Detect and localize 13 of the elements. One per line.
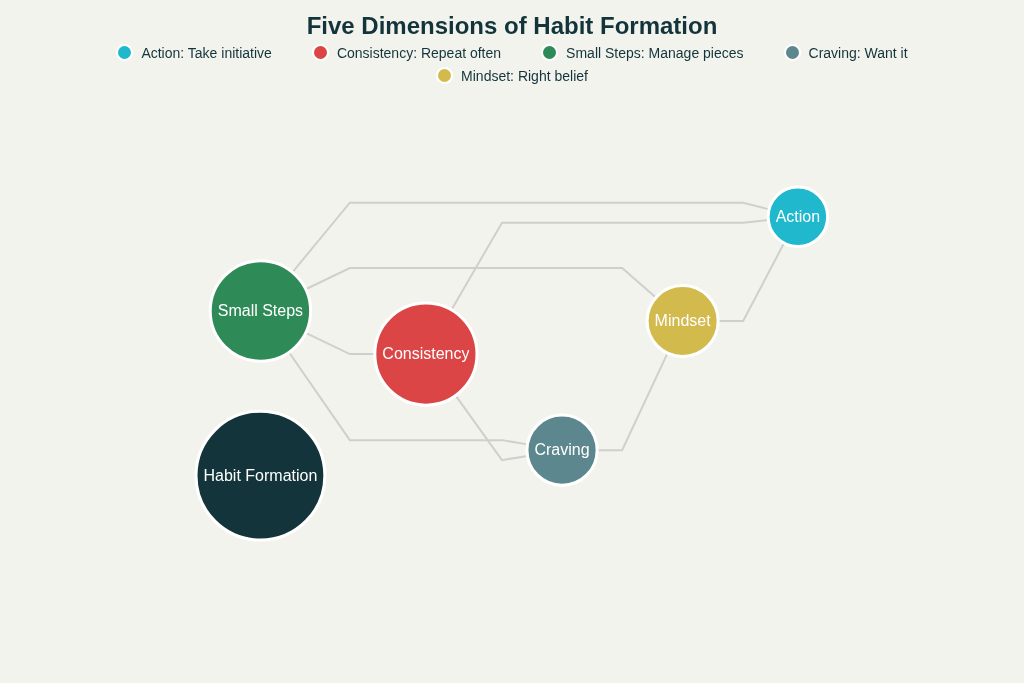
- node-circle: Craving: [525, 414, 599, 488]
- connector: [304, 267, 658, 300]
- node-circle: Habit Formation: [194, 410, 327, 542]
- node-circle: Consistency: [373, 301, 479, 408]
- node-circle: Action: [766, 186, 830, 249]
- legend-label: Mindset: Right belief: [461, 67, 588, 84]
- legend-label: Small Steps: Manage pieces: [566, 44, 744, 61]
- legend-label: Action: Take initiative: [141, 44, 272, 61]
- diagram-title: Five Dimensions of Habit Formation: [305, 12, 719, 40]
- node-circle: Mindset: [645, 284, 720, 359]
- legend-label: Craving: Want it: [808, 44, 908, 61]
- legend-label: Consistency: Repeat often: [336, 44, 502, 61]
- node-circle: Small Steps: [208, 259, 313, 364]
